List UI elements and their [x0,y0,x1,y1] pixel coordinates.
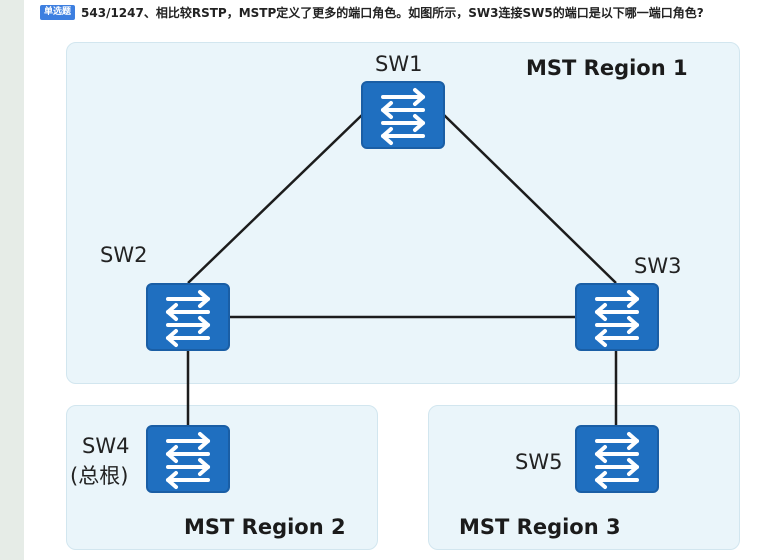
sw5-label: SW5 [515,450,563,474]
switch-icon [166,290,210,347]
question-text: 543/1247、相比较RSTP，MSTP定义了更多的端口角色。如图所示，SW3… [81,5,704,20]
sw4-root-label: (总根) [70,464,129,488]
question-type-badge: 单选题 [40,4,76,20]
switch-sw5[interactable] [575,425,659,493]
switch-icon [166,432,210,489]
switch-icon [595,432,639,489]
link-sw1-sw3 [443,114,617,284]
sw2-label: SW2 [100,243,148,267]
switch-icon [595,290,639,347]
switch-sw3[interactable] [575,283,659,351]
switch-icon [381,88,425,145]
sw3-label: SW3 [634,254,682,278]
region-3-label: MST Region 3 [459,515,621,539]
region-2-label: MST Region 2 [184,515,346,539]
region-1-label: MST Region 1 [526,56,688,80]
link-sw1-sw2 [187,114,363,284]
left-margin-strip [0,0,24,560]
sw4-label: SW4 [82,434,130,458]
switch-sw2[interactable] [146,283,230,351]
question-header: 单选题 543/1247、相比较RSTP，MSTP定义了更多的端口角色。如图所示… [40,2,704,22]
sw1-label: SW1 [375,52,423,76]
switch-sw1[interactable] [361,81,445,149]
switch-sw4[interactable] [146,425,230,493]
